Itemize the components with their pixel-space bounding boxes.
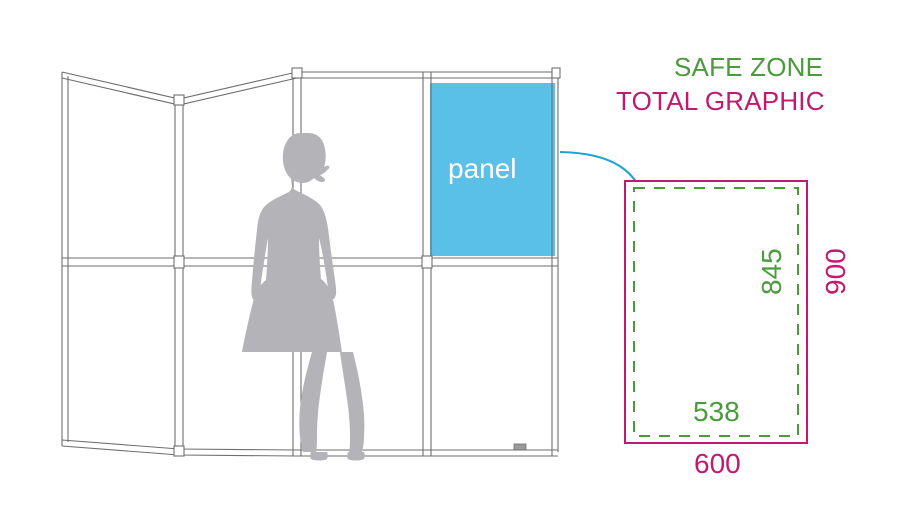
board-foot: [513, 443, 527, 451]
board-joint-connectors: [173, 67, 561, 457]
safe-zone-width-label: 538: [693, 396, 740, 427]
person-silhouette: [242, 133, 365, 461]
total-graphic-title: TOTAL GRAPHIC: [616, 86, 825, 116]
safe-zone-outline: [633, 187, 799, 437]
total-height-label: 900: [820, 248, 851, 295]
highlighted-panel[interactable]: [430, 83, 555, 256]
safe-zone-height-label: 845: [756, 248, 787, 295]
safe-zone-title: SAFE ZONE: [674, 52, 824, 82]
total-width-label: 600: [694, 448, 741, 479]
dimension-box: [624, 180, 808, 444]
panel-callout-label: panel: [448, 153, 517, 184]
total-graphic-outline: [624, 180, 808, 444]
